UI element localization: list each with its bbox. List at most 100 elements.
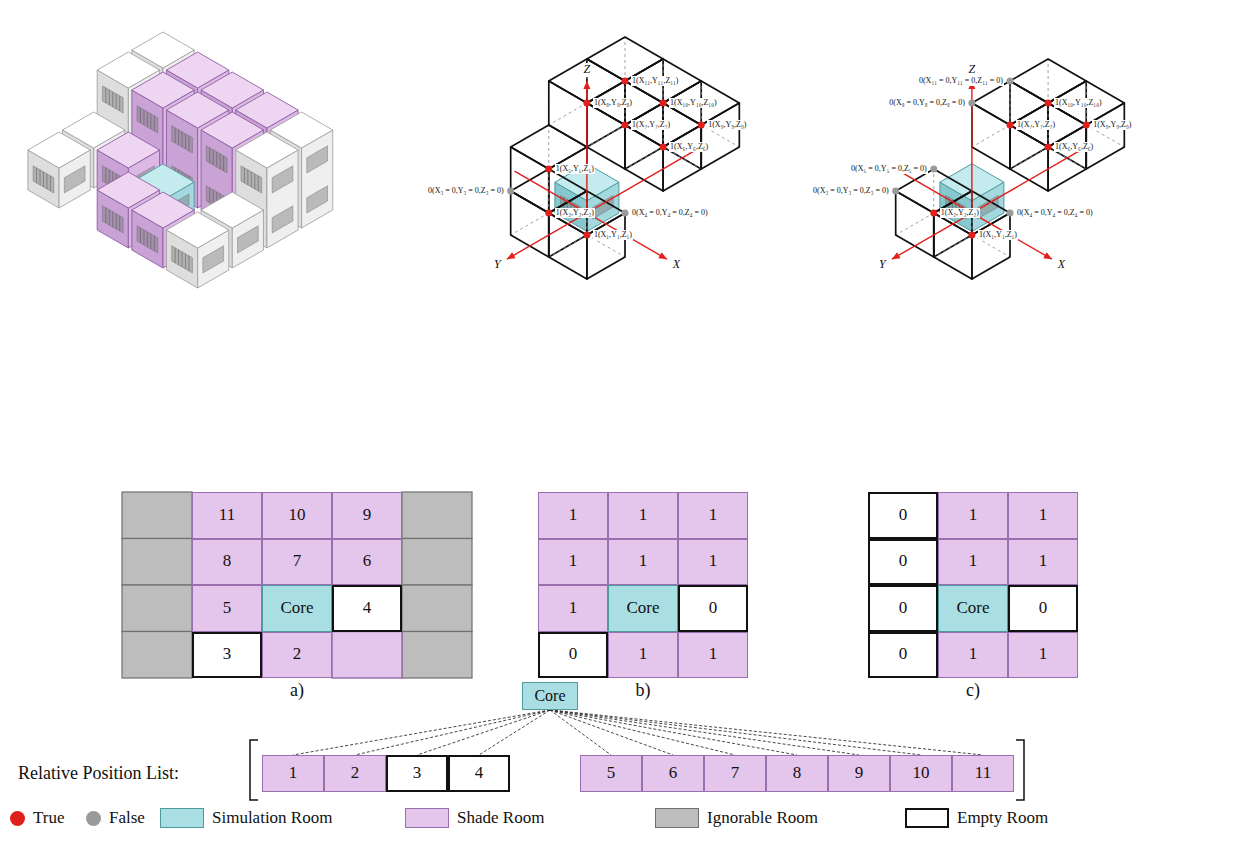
window-mullion bbox=[209, 188, 210, 203]
true-dot bbox=[698, 122, 705, 129]
window-mullion bbox=[119, 216, 120, 231]
window-mullion bbox=[116, 214, 117, 229]
window-mullion bbox=[175, 248, 176, 263]
grid-background bbox=[122, 492, 472, 678]
room-face bbox=[1010, 59, 1086, 103]
room-face bbox=[972, 103, 1010, 169]
cell-label: 7 bbox=[731, 764, 740, 783]
axis-arrowhead bbox=[583, 81, 590, 89]
room-face bbox=[549, 81, 587, 147]
true-dot bbox=[660, 144, 667, 151]
room-face bbox=[625, 103, 701, 147]
false-dot bbox=[892, 188, 899, 195]
window-mullion bbox=[220, 154, 221, 169]
window-mullion bbox=[175, 128, 176, 143]
relation-line bbox=[550, 710, 797, 755]
ignorable-cell bbox=[402, 632, 472, 679]
ignorable-cell bbox=[122, 585, 192, 632]
room-face bbox=[1010, 125, 1048, 191]
true-dot bbox=[1083, 122, 1090, 129]
hidden-edge bbox=[934, 235, 972, 257]
window-strip bbox=[102, 206, 123, 233]
window-mullion bbox=[140, 228, 141, 243]
coordinate-label: 0(X₄ = 0,Y₄ = 0,Z₄ = 0) bbox=[631, 208, 709, 217]
hidden-edge bbox=[549, 235, 587, 257]
cell-label: 1 bbox=[969, 552, 978, 571]
window-mullion bbox=[147, 112, 148, 127]
window-mullion bbox=[244, 168, 245, 183]
cell-label: 3 bbox=[413, 764, 422, 783]
empty-room-cell: 0 bbox=[868, 539, 938, 586]
cell-label: Core bbox=[956, 599, 989, 618]
coordinate-label: 1(X₆,Y₆,Z₆) bbox=[1054, 142, 1094, 151]
window-strip bbox=[64, 166, 85, 193]
cell-label: 3 bbox=[223, 645, 232, 664]
coordinate-label: 1(X₁,Y₁,Z₁) bbox=[593, 230, 633, 239]
room-face bbox=[972, 213, 1010, 279]
wireframe-illustration bbox=[507, 37, 739, 279]
false-dot bbox=[968, 100, 975, 107]
coordinate-label: 0(X₄ = 0,Y₄ = 0,Z₄ = 0) bbox=[1016, 208, 1094, 217]
legend-swatch bbox=[405, 808, 449, 828]
window-mullion bbox=[178, 250, 179, 265]
hidden-edge bbox=[1048, 59, 1049, 103]
cell-label: 2 bbox=[293, 645, 302, 664]
window-strip bbox=[172, 246, 193, 273]
window-strip bbox=[33, 166, 54, 193]
axis-label: X bbox=[1057, 258, 1066, 272]
shade-room-cell: 1 bbox=[678, 632, 748, 679]
cell-label: 4 bbox=[475, 764, 484, 783]
window-mullion bbox=[182, 132, 183, 147]
room-face bbox=[625, 59, 701, 103]
hidden-edge bbox=[625, 37, 626, 81]
relation-line bbox=[550, 710, 921, 755]
cell-label: 8 bbox=[793, 764, 802, 783]
cell-label: Core bbox=[280, 599, 313, 618]
hidden-edge bbox=[548, 125, 549, 169]
shade-room-cell: 7 bbox=[262, 539, 332, 586]
window-mullion bbox=[154, 116, 155, 131]
cell-label: 1 bbox=[709, 645, 718, 664]
shade-room-cell: 1 bbox=[938, 492, 1008, 539]
coordinate-label: 1(X₇,Y₇,Z₇) bbox=[631, 120, 671, 129]
window-mullion bbox=[251, 172, 252, 187]
empty-room-cell: 0 bbox=[868, 632, 938, 679]
cell-label: 11 bbox=[975, 764, 991, 783]
false-dot bbox=[622, 210, 629, 217]
ignorable-cell bbox=[402, 539, 472, 586]
window-mullion bbox=[213, 150, 214, 165]
legend-swatch bbox=[160, 808, 204, 828]
axis-arrowhead bbox=[1043, 252, 1052, 259]
window-strip bbox=[307, 186, 328, 213]
cell-label: 1 bbox=[709, 552, 718, 571]
ignorable-cell bbox=[402, 492, 472, 539]
cell-label: 1 bbox=[569, 552, 578, 571]
relation-line bbox=[550, 710, 611, 755]
window-mullion bbox=[258, 176, 259, 191]
legend-entry: Shade Room bbox=[405, 806, 544, 830]
window-strip bbox=[137, 226, 158, 253]
hidden-edge bbox=[587, 125, 625, 147]
window-mullion bbox=[188, 136, 189, 151]
window-mullion bbox=[140, 108, 141, 123]
room-face bbox=[625, 125, 663, 191]
false-dot bbox=[1007, 78, 1014, 85]
room-face bbox=[97, 132, 159, 168]
window-mullion bbox=[150, 234, 151, 249]
true-dot bbox=[968, 232, 975, 239]
empty-room-cell: 3 bbox=[192, 632, 262, 679]
shade-room-cell: 7 bbox=[704, 755, 766, 792]
room-face bbox=[587, 213, 625, 279]
true-dot bbox=[622, 122, 629, 129]
window-mullion bbox=[209, 148, 210, 163]
window-mullion bbox=[178, 130, 179, 145]
shade-room-cell: 1 bbox=[608, 492, 678, 539]
empty-room-cell: 0 bbox=[1008, 585, 1078, 632]
window-strip bbox=[172, 126, 193, 153]
window-mullion bbox=[50, 176, 51, 191]
cell-label: 0 bbox=[899, 506, 908, 525]
window-mullion bbox=[105, 168, 106, 183]
ignorable-cell bbox=[122, 632, 192, 679]
